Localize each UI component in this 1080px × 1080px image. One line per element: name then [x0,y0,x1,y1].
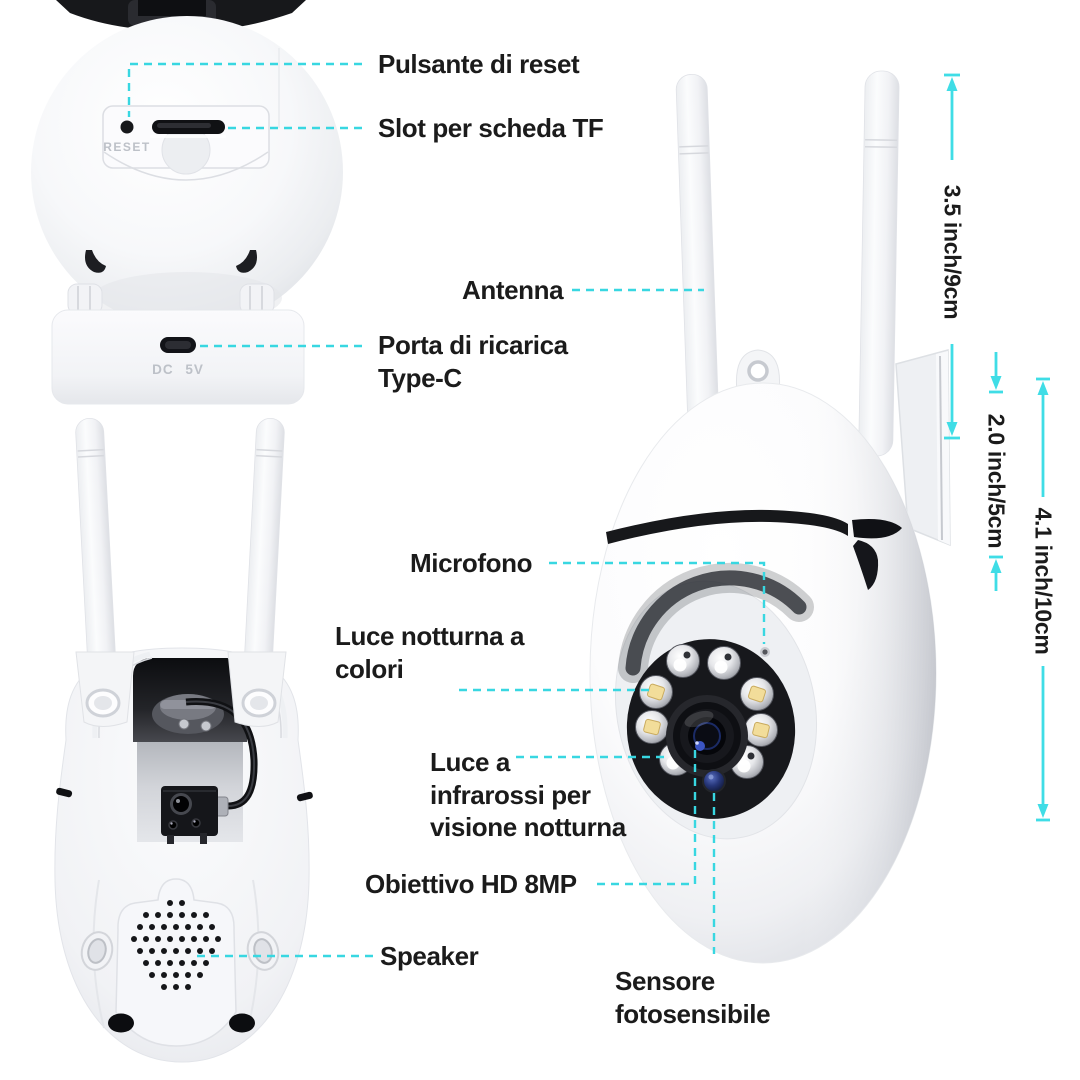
camera-front-view [589,70,951,964]
label-line: infrarossi per [430,779,591,810]
label-line: fotosensibile [615,999,771,1029]
photosensor-glint [708,774,714,780]
body-notch-left [56,787,73,798]
label-photosensor: Sensore fotosensibile [615,965,771,1031]
label-line: Sensore [615,966,715,996]
line-microphone [549,561,766,644]
mic-hole [760,647,770,657]
speaker-recess [115,878,237,1047]
camera-head [589,382,937,964]
label-charging-port: Porta di ricarica Type-C [378,329,568,395]
label-reset-button: Pulsante di reset [378,49,580,79]
white-light-led [635,710,669,744]
label-speaker: Speaker [380,941,479,971]
recess-shadow [625,570,807,676]
head-seam-band [606,509,848,544]
mounting-base: DC 5V [51,309,305,405]
sphere-slot-right [236,250,257,273]
ir-led [707,646,741,680]
dimension-head-height [1036,377,1050,822]
annotation-lines [127,62,766,958]
body-notch-right [296,791,313,802]
label-line: Luce notturna a [335,621,525,651]
antenna-hinge-left [75,651,135,727]
dimension-label-antenna-height: 3.5 inch/9cm [939,184,966,320]
camera-back-view: RESET DC 5V [31,0,343,405]
label-line: visione notturna [430,812,626,842]
label-tf-slot: Slot per scheda TF [378,113,604,143]
camera-bottom-view [54,417,313,1063]
front-antenna-right [858,70,900,457]
label-night-light: Luce notturna a colori [335,620,524,686]
head-side-slot [853,540,879,590]
panel-arc [103,151,269,181]
hanging-hook [735,349,781,393]
label-line: Porta di ricarica [378,330,568,360]
hinge-knob-left [67,283,103,315]
reset-print-label: RESET [103,140,151,154]
ir-led [666,644,700,678]
label-lens: Obiettivo HD 8MP [365,869,577,899]
foot-left [108,1013,134,1033]
white-light-led [744,713,778,747]
line-reset [127,62,362,117]
dimension-label-head-height: 4.1 inch/10cm [1030,507,1057,655]
label-line: Type-C [378,363,462,393]
hinge-knob-right [239,283,275,315]
reset-button [120,120,134,134]
head-seam-blob [852,519,902,539]
label-ir-light: Luce a infrarossi per visione notturna [430,746,626,844]
label-microphone: Microfono [410,548,533,578]
white-light-led [639,675,673,709]
speaker-grille [131,900,221,990]
dimension-bracket-height [989,352,1003,591]
camera-lens [666,695,748,777]
power-print-label: DC 5V [152,362,204,377]
dimension-lines [944,73,1050,822]
line-lens [597,745,697,886]
antenna-hinge-right [227,651,287,727]
label-antenna: Antenna [462,275,564,305]
mounting-bracket [895,349,951,547]
white-light-led [740,677,774,711]
dimension-label-bracket-height: 2.0 inch/5cm [983,413,1010,549]
screw-boss-left [80,931,114,971]
power-cable-highlight [185,700,256,807]
dc-jack [161,786,229,844]
tf-card-slot [150,120,226,138]
photosensor [702,769,726,793]
label-line: Luce a [430,747,510,777]
label-line: colori [335,654,404,684]
sphere-slot-left [85,250,106,273]
dimension-antenna-height [944,73,960,440]
foot-right [229,1013,255,1033]
